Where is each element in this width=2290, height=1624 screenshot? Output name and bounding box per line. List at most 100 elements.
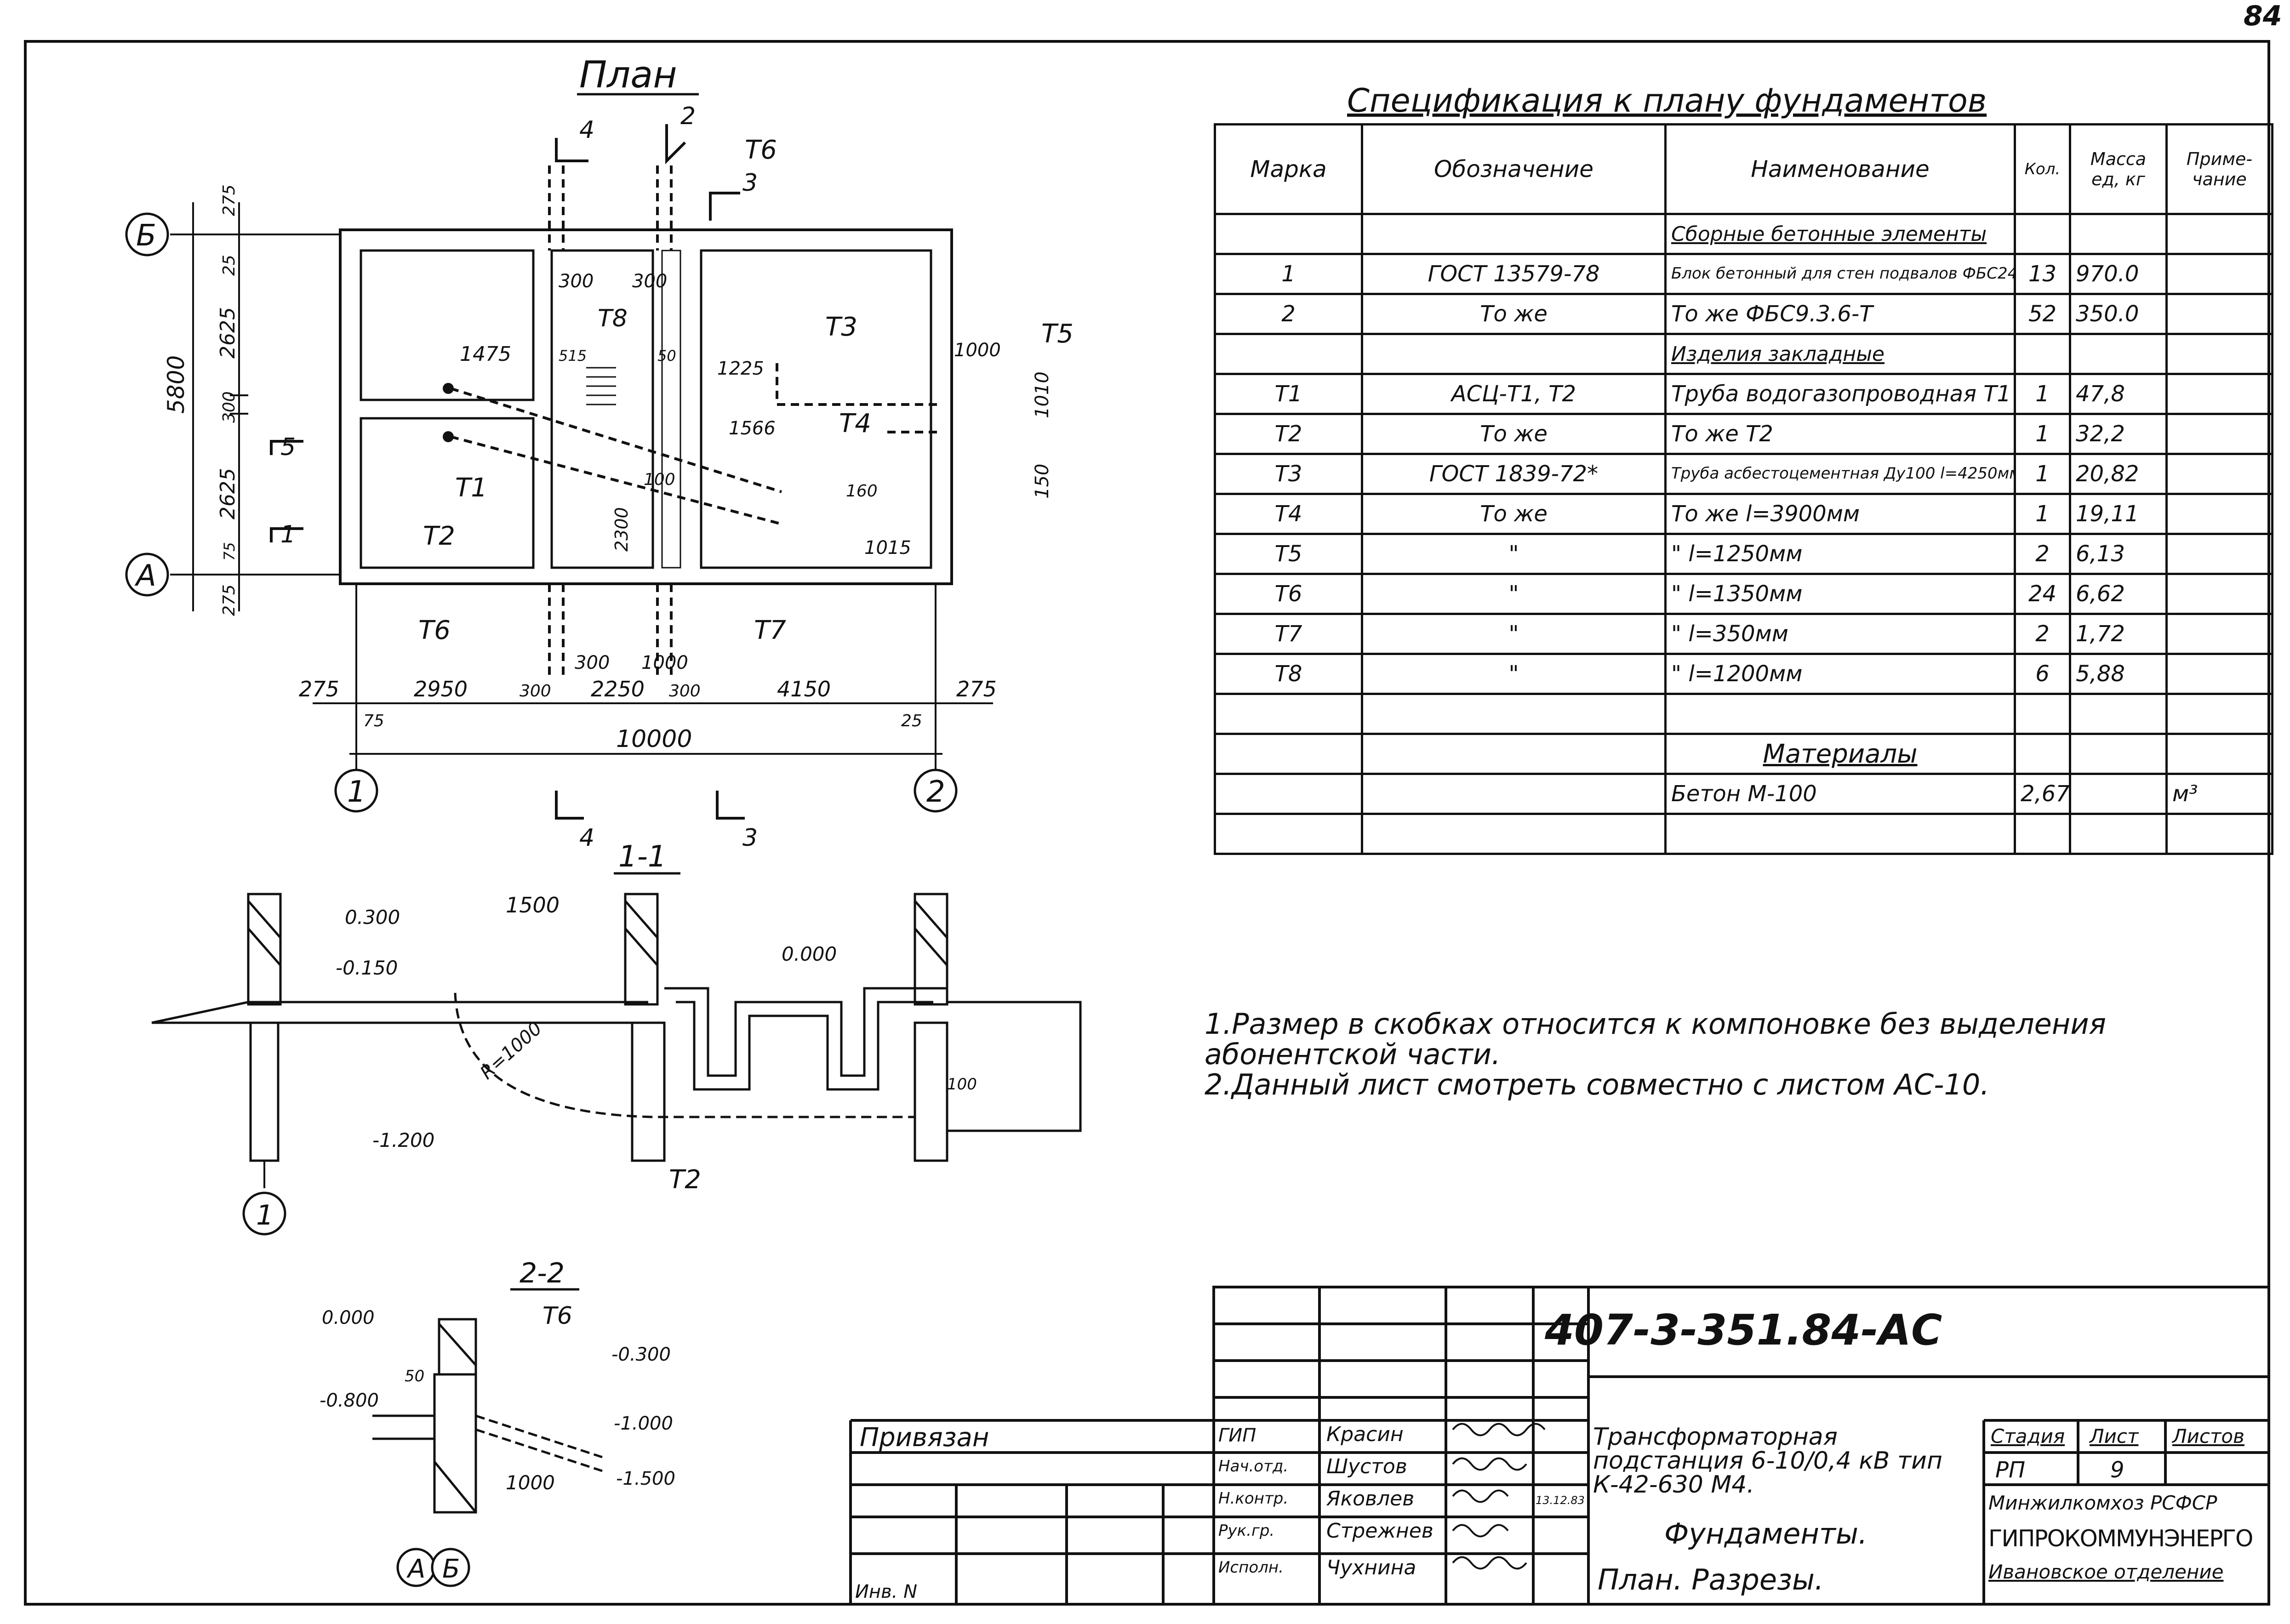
- plan-title: План: [579, 53, 677, 96]
- name-5: Чухнина: [1326, 1556, 1416, 1579]
- name-2: Шустов: [1326, 1455, 1407, 1478]
- plan-dim-275: 275: [220, 184, 239, 216]
- plan-dim-b2250: 2250: [591, 677, 645, 701]
- sheet-title-2: План. Разрезы.: [1598, 1563, 1824, 1596]
- section-mark-4b: 4: [579, 824, 594, 852]
- spec-header-designation: Обозначение: [1361, 123, 1667, 215]
- spec-cell-qty: 2: [2014, 613, 2071, 655]
- section-mark-5: 5: [280, 433, 296, 461]
- spec-cell-qty: 1: [2014, 453, 2071, 495]
- plan-dim-i4: 515: [559, 347, 587, 365]
- axis-label-a: А: [134, 559, 156, 593]
- plan-tag-t7: Т7: [754, 615, 786, 645]
- spec-cell-name: [1664, 813, 2016, 855]
- spec-cell-qty: 1: [2014, 413, 2071, 455]
- spec-cell-note: [2165, 733, 2273, 775]
- spec-cell-note: [2165, 573, 2273, 615]
- spec-cell-mark: Т4: [1214, 493, 1363, 535]
- role-3: Н.контр.: [1218, 1489, 1289, 1508]
- spec-cell-designation: [1361, 333, 1667, 375]
- spec-cell-mass: 5,88: [2069, 653, 2168, 695]
- spec-cell-mark: 2: [1214, 293, 1363, 335]
- section22-axis-a-label: А: [406, 1554, 425, 1584]
- spec-cell-qty: 1: [2014, 493, 2071, 535]
- section22-level-3: -0.300: [611, 1344, 671, 1365]
- plan-dim-i12: 2300: [611, 507, 632, 552]
- section22-level-5: -1.500: [616, 1468, 675, 1489]
- spec-cell-mass: [2069, 213, 2168, 255]
- spec-cell-mark: [1214, 693, 1363, 735]
- spec-cell-mass: [2069, 333, 2168, 375]
- spec-cell-mark: Т2: [1214, 413, 1363, 455]
- spec-cell-designation: [1361, 213, 1667, 255]
- spec-cell-mark: [1214, 213, 1363, 255]
- spec-cell-mark: Т1: [1214, 373, 1363, 415]
- spec-cell-note: [2165, 253, 2273, 295]
- spec-cell-name: То же l=3900мм: [1664, 493, 2016, 535]
- section22-tag-t6: Т6: [543, 1302, 572, 1330]
- axis-bubble-2: [914, 769, 958, 813]
- spec-cell-designation: ГОСТ 13579-78: [1361, 253, 1667, 295]
- sheet-value: 9: [2110, 1457, 2124, 1483]
- section11-dim-100: 100: [947, 1075, 977, 1094]
- spec-cell-designation: ": [1361, 573, 1667, 615]
- spec-cell-mark: Т3: [1214, 453, 1363, 495]
- spec-cell-name: То же Т2: [1664, 413, 2016, 455]
- spec-cell-mass: [2069, 693, 2168, 735]
- spec-cell-note: [2165, 493, 2273, 535]
- plan-dim-i5: 50: [657, 347, 676, 365]
- spec-cell-name: Труба асбестоцементная Ду100 l=4250мм: [1664, 453, 2016, 495]
- plan-room: [360, 417, 535, 569]
- spec-cell-qty: [2014, 693, 2071, 735]
- axis-bubble-b: [125, 212, 169, 256]
- plan-dim-i10: 160: [846, 482, 878, 501]
- plan-room: [550, 249, 654, 569]
- spec-cell-qty: [2014, 333, 2071, 375]
- spec-row: Изделия закладные: [1214, 333, 2273, 375]
- spec-cell-note: [2165, 453, 2273, 495]
- spec-cell-name: Блок бетонный для стен подвалов ФБС24.3.…: [1664, 253, 2016, 295]
- section11-tag-t2: Т2: [669, 1165, 701, 1195]
- spec-cell-qty: 13: [2014, 253, 2071, 295]
- plan-dim-i11: 100: [644, 470, 675, 489]
- plan-dim-25: 25: [220, 255, 239, 276]
- sheet-title-1: Фундаменты.: [1664, 1517, 1867, 1550]
- axis-label-1: 1: [347, 775, 366, 809]
- section11-level-1: 0.300: [345, 906, 400, 929]
- spec-table: Марка Обозначение Наименование Кол. Масс…: [1214, 123, 2273, 855]
- spec-cell-qty: 1: [2014, 373, 2071, 415]
- signatures: [1452, 1423, 1546, 1570]
- section22-level-2: -0.800: [320, 1390, 379, 1411]
- spec-cell-mass: 32,2: [2069, 413, 2168, 455]
- spec-row: [1214, 693, 2273, 735]
- role-1: ГИП: [1218, 1425, 1256, 1446]
- spec-cell-designation: То же: [1361, 293, 1667, 335]
- spec-cell-mass: 6,62: [2069, 573, 2168, 615]
- bound-label: Привязан: [860, 1423, 989, 1453]
- spec-cell-note: [2165, 373, 2273, 415]
- spec-cell-qty: 52: [2014, 293, 2071, 335]
- sheet-header: Лист: [2090, 1425, 2139, 1447]
- section22-dim-1000: 1000: [506, 1471, 555, 1494]
- plan-room: [360, 249, 535, 401]
- section-mark-4: 4: [579, 116, 594, 144]
- spec-cell-designation: ": [1361, 653, 1667, 695]
- axis-label-2: 2: [926, 775, 945, 809]
- plan-dim-2625b: 2625: [216, 468, 240, 519]
- plan-dim-5800: 5800: [163, 355, 189, 414]
- plan-tag-t5: Т5: [1041, 319, 1074, 349]
- inv-label: Инв. N: [855, 1581, 917, 1602]
- section11-title: 1-1: [618, 840, 667, 874]
- plan-dim-75: 75: [221, 542, 238, 561]
- spec-cell-designation: То же: [1361, 493, 1667, 535]
- spec-cell-mark: Т8: [1214, 653, 1363, 695]
- spec-cell-name: [1664, 693, 2016, 735]
